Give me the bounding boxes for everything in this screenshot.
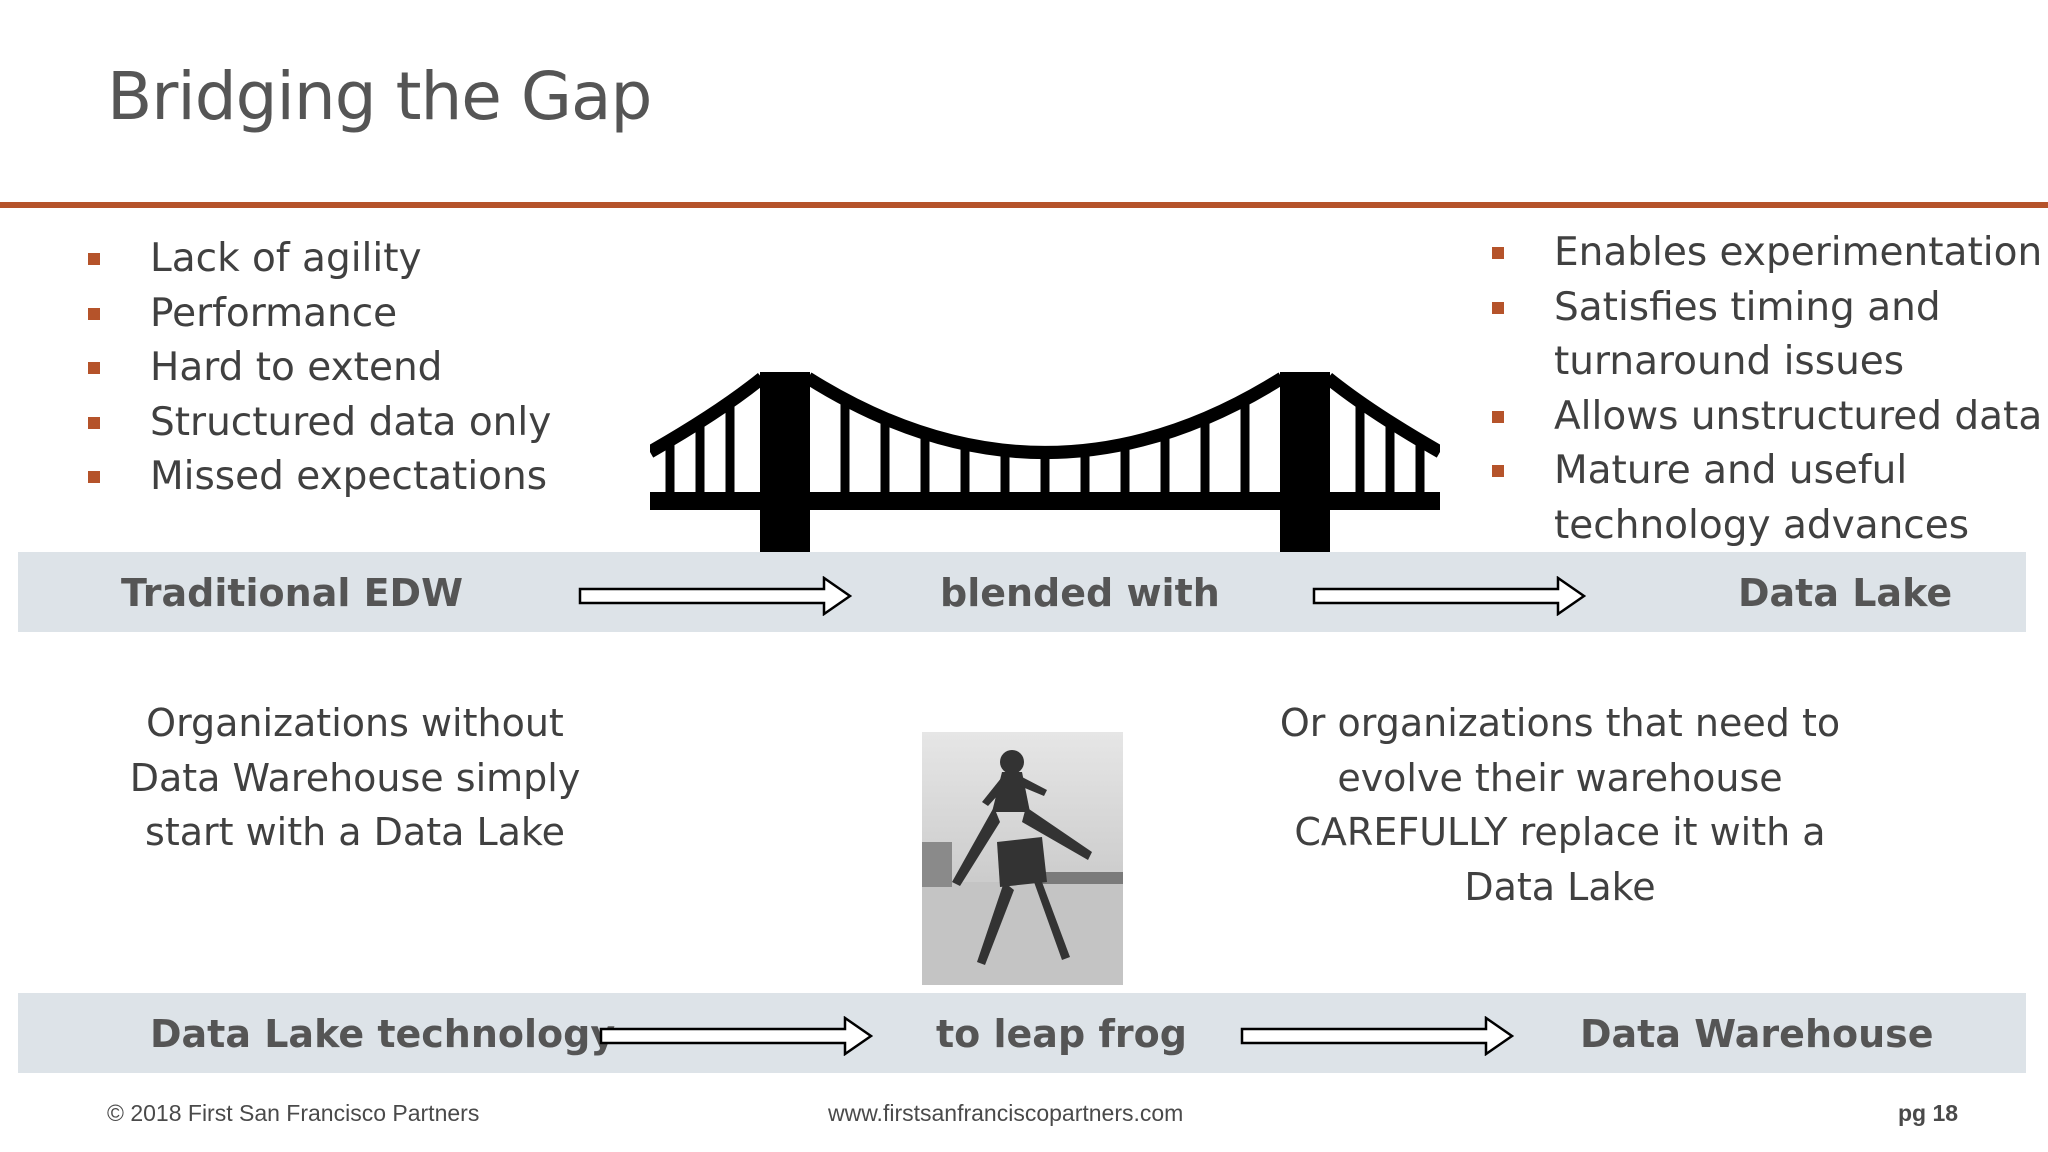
paragraph-evolve-warehouse: Or organizations that need to evolve the…: [1279, 701, 1841, 909]
list-item: Missed expectations: [88, 450, 551, 505]
edw-problems-list: Lack of agility Performance Hard to exte…: [88, 232, 551, 505]
right-arrow-icon: [578, 576, 852, 616]
leapfrog-transition-band: [18, 993, 2026, 1073]
list-item: Allows unstructured data: [1492, 390, 2048, 445]
band-label-traditional-edw: Traditional EDW: [121, 571, 464, 615]
right-arrow-icon: [1240, 1016, 1514, 1056]
list-item: Performance: [88, 287, 551, 342]
list-item: Hard to extend: [88, 341, 551, 396]
suspension-bridge-icon: [650, 372, 1440, 554]
list-item: Lack of agility: [88, 232, 551, 287]
band-label-to-leap-frog: to leap frog: [936, 1012, 1187, 1056]
edw-transition-band: [18, 552, 2026, 632]
footer-copyright: © 2018 First San Francisco Partners: [107, 1100, 480, 1126]
band-label-blended-with: blended with: [940, 571, 1220, 615]
paragraph-no-warehouse: Organizations without Data Warehouse sim…: [129, 701, 581, 854]
list-item: Satisfies timing and turnaround issues: [1492, 281, 2048, 390]
band-label-data-lake-technology: Data Lake technology: [150, 1012, 616, 1056]
slide-title: Bridging the Gap: [107, 58, 652, 135]
list-item: Structured data only: [88, 396, 551, 451]
list-item: Mature and useful technology advances: [1492, 444, 2048, 553]
page-number: pg 18: [1898, 1100, 1959, 1126]
leapfrog-photo: [922, 732, 1123, 985]
band-label-data-lake: Data Lake: [1738, 571, 1953, 615]
right-arrow-icon: [1312, 576, 1586, 616]
right-arrow-icon: [599, 1016, 873, 1056]
list-item: Enables experimentation: [1492, 226, 2048, 281]
title-divider: [0, 202, 2048, 208]
footer-website-link[interactable]: www.firstsanfranciscopartners.com: [828, 1100, 1184, 1126]
data-lake-benefits-list: Enables experimentation Satisfies timing…: [1492, 226, 2048, 553]
band-label-data-warehouse: Data Warehouse: [1580, 1012, 1934, 1056]
